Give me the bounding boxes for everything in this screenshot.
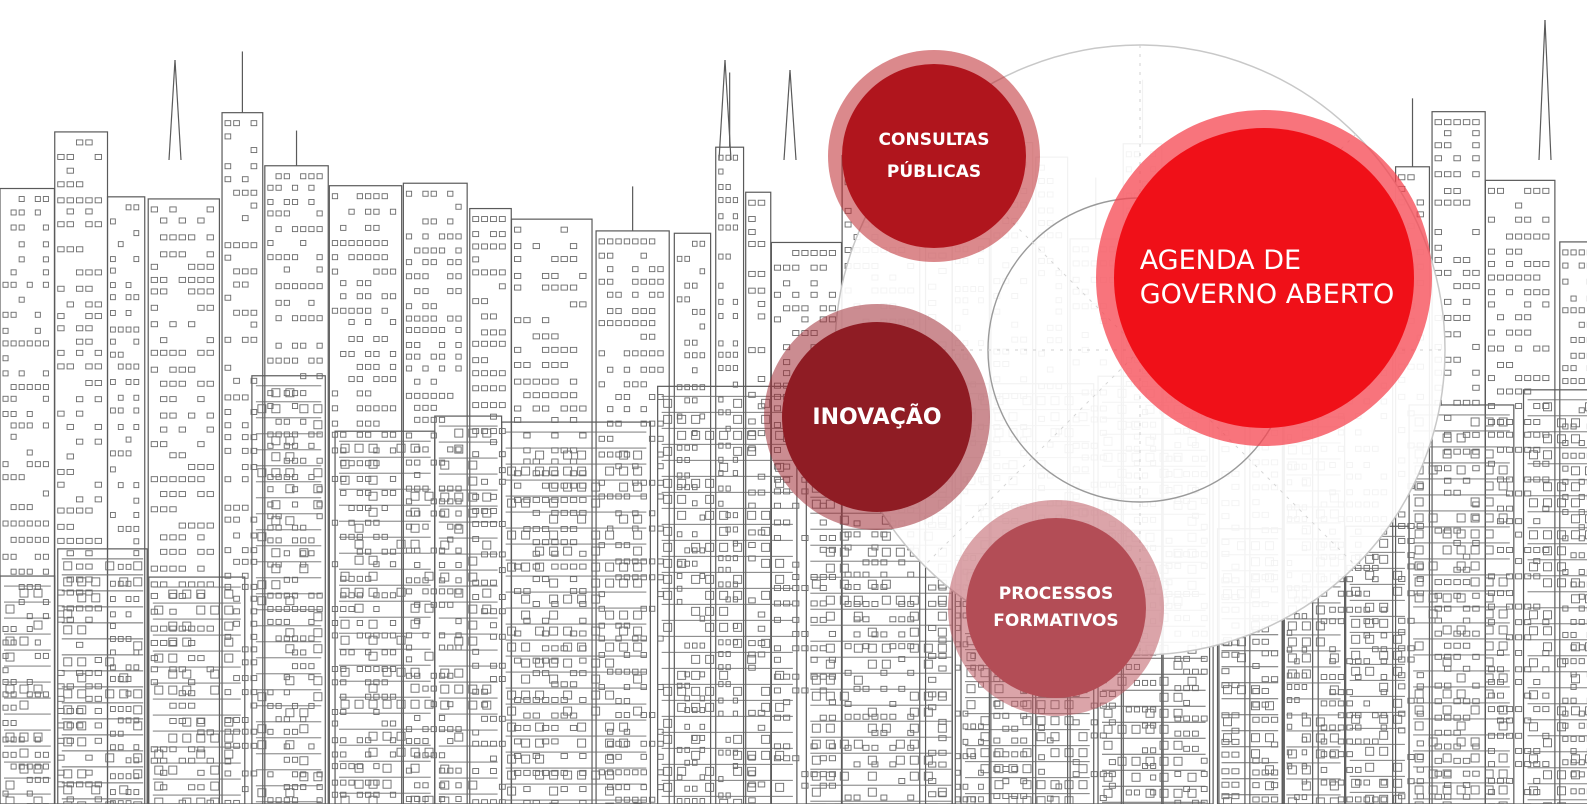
agenda-core bbox=[1114, 128, 1414, 428]
agenda-line1: AGENDA DE bbox=[1139, 245, 1302, 276]
agenda-line2: GOVERNO ABERTO bbox=[1139, 279, 1395, 310]
inovacao-core bbox=[782, 322, 972, 512]
inovacao-label: INOVAÇÃO bbox=[812, 405, 941, 430]
consultas-line2: PÚBLICAS bbox=[886, 162, 982, 182]
processos-line2: FORMATIVOS bbox=[993, 611, 1119, 631]
processos-line1: PROCESSOS bbox=[998, 584, 1114, 604]
agenda-label: AGENDA DE GOVERNO ABERTO bbox=[1134, 244, 1395, 312]
inovacao-line1: INOVAÇÃO bbox=[812, 404, 942, 430]
processos-label: PROCESSOS FORMATIVOS bbox=[993, 581, 1118, 635]
inovacao-button[interactable]: INOVAÇÃO bbox=[764, 304, 990, 530]
processos-formativos-button[interactable]: PROCESSOS FORMATIVOS bbox=[948, 500, 1164, 716]
agenda-governo-aberto-button[interactable]: AGENDA DE GOVERNO ABERTO bbox=[1096, 110, 1432, 446]
consultas-line1: CONSULTAS bbox=[878, 130, 990, 150]
consultas-label: CONSULTAS PÚBLICAS bbox=[879, 124, 990, 188]
consultas-core bbox=[842, 64, 1026, 248]
processos-core bbox=[966, 518, 1146, 698]
consultas-publicas-button[interactable]: CONSULTAS PÚBLICAS bbox=[828, 50, 1040, 262]
